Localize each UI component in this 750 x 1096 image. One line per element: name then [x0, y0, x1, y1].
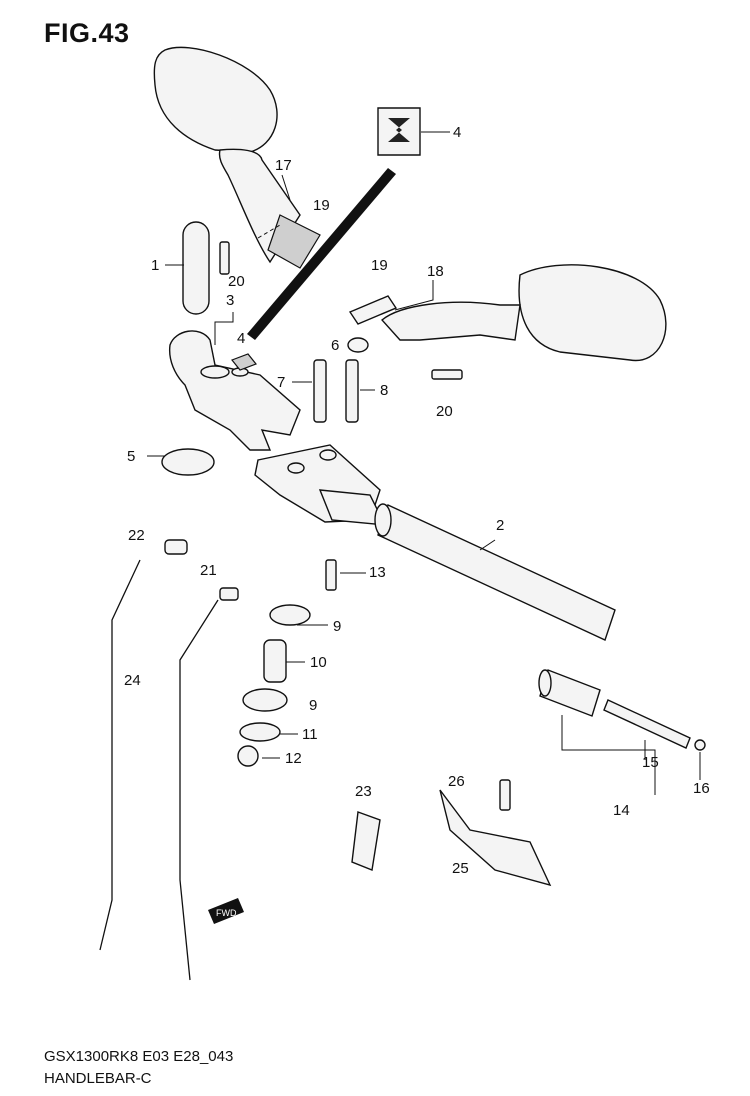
figure-title: FIG.43: [44, 18, 130, 48]
callout: 26: [448, 773, 465, 790]
suzuki-emblem: [247, 107, 421, 340]
left-grip: [182, 221, 210, 315]
callout: 8: [380, 382, 388, 399]
bar-end-weight: [538, 669, 706, 751]
callouts: 1 2 3 4 4 5 6 7 8 9 9 10 11 12 13 14 15 …: [124, 124, 710, 877]
callout: 2: [496, 517, 504, 534]
callout: 7: [277, 374, 285, 391]
callout: 4: [453, 124, 461, 141]
mount-rubbers: [161, 448, 311, 767]
leader-lines: [147, 131, 701, 795]
callout: 19: [313, 197, 330, 214]
callout: 20: [436, 403, 453, 420]
callout: 16: [693, 780, 710, 797]
callout: 9: [333, 618, 341, 635]
callout: 17: [275, 157, 292, 174]
callout: 19: [371, 257, 388, 274]
callout: 10: [310, 654, 327, 671]
callout: 21: [200, 562, 217, 579]
callout: 18: [427, 263, 444, 280]
callout: 9: [309, 697, 317, 714]
callout: 12: [285, 750, 302, 767]
cable-brackets: [351, 789, 552, 887]
right-handlebar: [254, 444, 616, 641]
model-code: GSX1300RK8 E03 E28_043: [44, 1048, 234, 1065]
fwd-label: FWD: [216, 908, 237, 918]
forward-arrow-icon: FWD: [208, 898, 244, 924]
callout: 23: [355, 783, 372, 800]
hardware-bolts: [219, 241, 511, 811]
right-mirror: [348, 264, 667, 362]
left-mirror: [153, 46, 321, 269]
callout: 11: [302, 726, 318, 743]
callout: 22: [128, 527, 145, 544]
callout: 5: [127, 448, 135, 465]
callout: 20: [228, 273, 245, 290]
throttle-cables: [99, 539, 239, 981]
callout: 6: [331, 337, 339, 354]
callout: 13: [369, 564, 386, 581]
callout: 4: [237, 330, 245, 347]
callout: 14: [613, 802, 630, 819]
callout: 25: [452, 860, 469, 877]
handlebar-holder: [168, 330, 301, 451]
callout: 24: [124, 672, 141, 689]
diagram-name: HANDLEBAR-C: [44, 1070, 152, 1087]
callout: 1: [151, 257, 159, 274]
callout: 3: [226, 292, 234, 309]
